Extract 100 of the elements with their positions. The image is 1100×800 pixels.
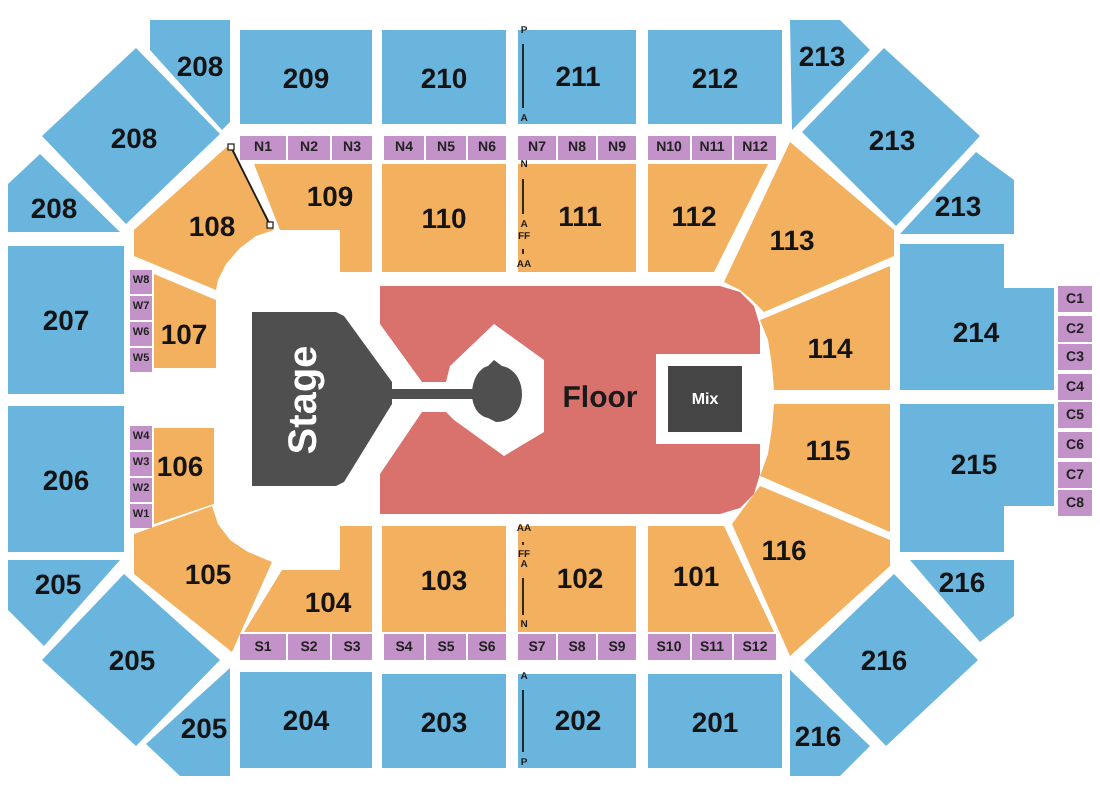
seating-section <box>900 152 1014 234</box>
seating-section <box>900 244 1054 390</box>
seating-section <box>1058 374 1092 400</box>
seating-section <box>130 452 152 476</box>
seating-section <box>384 136 424 160</box>
section-label: 115 <box>805 436 851 464</box>
seating-section <box>332 136 372 160</box>
seating-section <box>240 30 372 124</box>
seating-section <box>558 634 596 660</box>
seating-section <box>382 164 506 272</box>
seating-section <box>1058 432 1092 458</box>
section-label: 208 <box>176 52 224 80</box>
seating-section <box>468 136 506 160</box>
seating-section <box>130 504 152 528</box>
seating-section <box>518 136 556 160</box>
section-label: 108 <box>188 212 236 240</box>
section-label: 203 <box>420 707 468 735</box>
section-label: 214 <box>952 318 1000 346</box>
section-label: 110 <box>421 204 467 232</box>
seating-section <box>518 30 636 124</box>
section-label: 202 <box>554 706 602 734</box>
section-label: 207 <box>42 306 90 334</box>
seating-section <box>240 672 372 768</box>
seating-section <box>648 164 768 272</box>
section-label: 112 <box>671 202 717 230</box>
seating-section <box>1058 462 1092 488</box>
seating-section <box>130 270 152 294</box>
seating-section <box>130 478 152 502</box>
section-label: 114 <box>807 334 853 362</box>
seating-section <box>648 634 690 660</box>
seating-section <box>1058 316 1092 342</box>
seating-section <box>244 526 372 632</box>
mix-label: Mix <box>691 391 719 407</box>
section-label: 216 <box>860 646 908 674</box>
seating-section <box>382 526 506 632</box>
seating-section <box>240 634 286 660</box>
seating-section <box>518 164 636 272</box>
seating-section <box>130 322 152 346</box>
section-label: 116 <box>761 536 807 564</box>
section-label: 204 <box>282 706 330 734</box>
seating-section <box>648 136 690 160</box>
seating-section <box>332 634 372 660</box>
section-label: 105 <box>184 560 232 588</box>
section-label: 210 <box>420 63 468 91</box>
floor-label: Floor <box>562 383 638 413</box>
seating-section <box>518 634 556 660</box>
seating-section <box>1058 402 1092 428</box>
seating-section <box>734 136 776 160</box>
seating-section <box>130 296 152 320</box>
section-label: 216 <box>938 568 986 596</box>
section-label: 205 <box>180 714 228 742</box>
section-label: 216 <box>794 722 842 750</box>
stage-label: Stage <box>284 345 324 455</box>
seating-section <box>468 634 506 660</box>
seating-section <box>254 164 372 272</box>
seating-section <box>518 526 636 632</box>
seating-section <box>426 634 466 660</box>
seating-section <box>382 674 506 768</box>
seating-section <box>760 266 890 390</box>
seating-section <box>146 668 230 776</box>
seating-section <box>1058 490 1092 516</box>
seating-section <box>426 136 466 160</box>
section-label: 104 <box>304 588 352 616</box>
section-label: 211 <box>555 62 601 90</box>
seating-section <box>802 48 980 226</box>
seating-section <box>692 136 732 160</box>
section-label: 215 <box>950 450 998 478</box>
seating-section <box>790 670 870 776</box>
seating-section <box>910 560 1014 642</box>
seating-section <box>518 674 636 768</box>
section-label: 212 <box>691 63 739 91</box>
seating-section <box>154 274 216 368</box>
seating-section <box>900 404 1054 552</box>
seating-section <box>790 20 870 130</box>
seating-section <box>734 634 776 660</box>
seating-section <box>648 30 782 124</box>
seating-section <box>558 136 596 160</box>
section-label: 213 <box>798 42 846 70</box>
section-label: 213 <box>868 126 916 154</box>
seating-section <box>8 246 124 394</box>
section-label: 103 <box>420 565 468 593</box>
section-label: 102 <box>556 564 604 592</box>
floor-area <box>380 286 760 514</box>
mix-position <box>668 366 742 432</box>
section-label: 111 <box>558 202 602 230</box>
seating-section <box>8 406 124 552</box>
seating-section <box>288 136 330 160</box>
section-label: 213 <box>934 192 982 220</box>
section-label: 206 <box>42 465 90 493</box>
seating-section <box>648 674 782 768</box>
seating-section <box>760 404 890 532</box>
seating-section <box>1058 286 1092 312</box>
seating-section <box>598 634 636 660</box>
section-label: 208 <box>30 194 78 222</box>
seating-section <box>1058 344 1092 370</box>
section-label: 106 <box>156 452 204 480</box>
seating-section <box>150 20 230 130</box>
seating-section <box>598 136 636 160</box>
seating-section <box>8 154 120 232</box>
seating-section <box>382 30 506 124</box>
